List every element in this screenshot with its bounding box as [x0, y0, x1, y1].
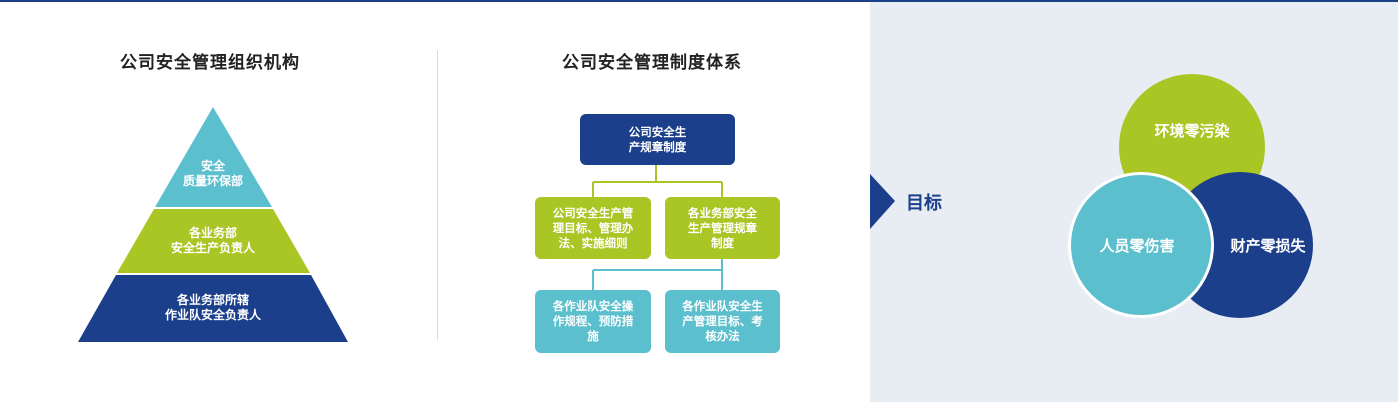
green-connector-lines [592, 165, 723, 197]
org-structure-title: 公司安全管理组织机构 [120, 53, 300, 73]
circle-zero-injury: 人员零伤害 [1068, 172, 1214, 318]
top-border [0, 0, 1398, 2]
pyramid-tier-bottom [78, 275, 348, 342]
pyramid-tier-middle [117, 209, 310, 273]
system-title: 公司安全管理制度体系 [562, 53, 742, 73]
section-divider [437, 50, 438, 340]
team-assessment-box: 各作业队安全生 产管理目标、考 核办法 [665, 290, 780, 353]
company-goals-box: 公司安全生产管 理目标、管理办 法、实施细则 [535, 197, 651, 259]
root-rules-box: 公司安全生 产规章制度 [580, 114, 735, 165]
teal-connector-lines [592, 259, 723, 290]
tier-top-label: 安全 质量环保部 [182, 159, 243, 188]
team-procedures-box: 各作业队安全操 作规程、预防措 施 [535, 290, 651, 353]
org-pyramid [78, 107, 348, 342]
goal-label: 目标 [906, 193, 942, 214]
pyramid-tier-top [155, 107, 272, 207]
department-rules-box: 各业务部安全 生产管理规章 制度 [665, 197, 780, 259]
tier-middle-label: 各业务部 安全生产负责人 [170, 226, 255, 255]
tier-bottom-label: 各业务部所辖 作业队安全负责人 [164, 293, 261, 322]
hierarchy-connectors [592, 165, 723, 290]
